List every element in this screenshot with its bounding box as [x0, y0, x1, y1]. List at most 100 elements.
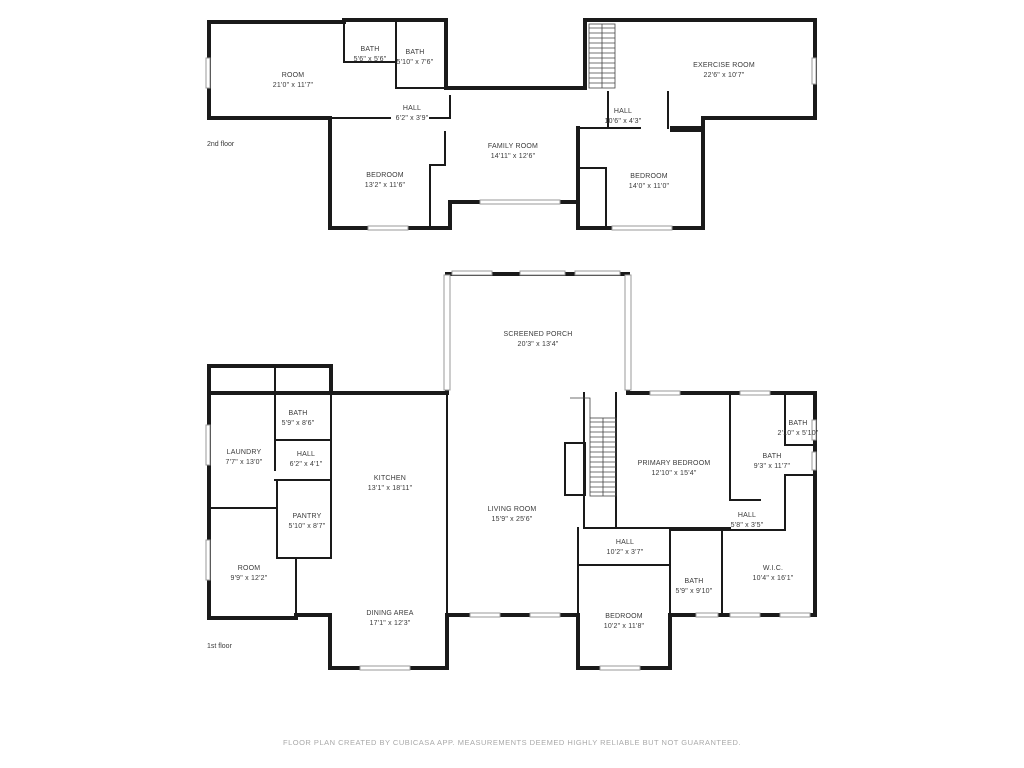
window-2f-bedroom2-south — [611, 225, 673, 231]
room-name: LAUNDRY — [226, 449, 262, 456]
room-dimensions: 5'6" x 5'6" — [353, 56, 387, 63]
room-dimensions: 2'10" x 5'10" — [777, 430, 819, 437]
room-dimensions: 5'9" x 8'6" — [281, 420, 315, 427]
window-1f-porch-north-3 — [574, 270, 621, 276]
room-name: PANTRY — [292, 513, 322, 520]
room-name: ROOM — [237, 565, 261, 572]
room-2f-exercise-room: EXERCISE ROOM 22'6" x 10'7" — [693, 61, 755, 81]
window-1f-living-south-2 — [529, 612, 561, 618]
room-name: BATH — [405, 49, 425, 56]
room-1f-bath-4: BATH 5'9" x 9'10" — [676, 577, 713, 597]
room-dimensions: 7'7" x 13'0" — [225, 459, 263, 466]
wall-2f-west — [207, 20, 452, 230]
window-2f-exercise-east — [811, 57, 817, 85]
floor-label-1st: 1st floor — [207, 643, 232, 650]
room-name: LIVING ROOM — [487, 506, 537, 513]
room-dimensions: 5'9" x 9'10" — [675, 588, 713, 595]
room-name: SCREENED PORCH — [503, 331, 573, 338]
room-1f-screened-porch: SCREENED PORCH 20'3" x 13'4" — [504, 330, 573, 350]
room-1f-bath-3: BATH 2'10" x 5'10" — [778, 419, 819, 439]
floor-label-2nd: 2nd floor — [207, 141, 235, 148]
window-1f-laundry-west — [205, 424, 211, 466]
room-name: BEDROOM — [630, 173, 668, 180]
room-1f-primary-bedroom: PRIMARY BEDROOM 12'10" x 15'4" — [638, 459, 711, 479]
window-1f-room-west — [205, 539, 211, 581]
window-1f-living-south-1 — [469, 612, 501, 618]
window-1f-porch-north-1 — [451, 270, 493, 276]
room-1f-bedroom: BEDROOM 10'2" x 11'8" — [604, 612, 644, 632]
room-dimensions: 6'2" x 4'1" — [289, 461, 323, 468]
room-1f-bath-2: BATH 9'3" x 11'7" — [754, 452, 790, 472]
room-2f-bath-2: BATH 5'10" x 7'6" — [397, 48, 434, 68]
window-1f-bedroom-south — [599, 665, 641, 671]
room-1f-dining-area: DINING AREA 17'1" x 12'3" — [366, 609, 413, 629]
room-2f-hall-2: HALL 10'6" x 4'3" — [605, 107, 642, 127]
room-name: BATH — [360, 46, 380, 53]
room-name: PRIMARY BEDROOM — [637, 460, 711, 467]
window-1f-bath4-south — [695, 612, 719, 618]
room-name: HALL — [402, 105, 422, 112]
room-dimensions: 14'11" x 12'6" — [490, 153, 536, 160]
room-dimensions: 10'4" x 16'1" — [752, 575, 794, 582]
room-dimensions: 17'1" x 12'3" — [369, 620, 411, 627]
room-1f-room: ROOM 9'9" x 12'2" — [231, 564, 268, 584]
room-2f-bath-1: BATH 5'6" x 5'6" — [354, 45, 387, 65]
room-name: FAMILY ROOM — [487, 143, 539, 150]
room-dimensions: 10'6" x 4'3" — [604, 118, 642, 125]
room-name: W.I.C. — [762, 565, 784, 572]
window-2f-room-west — [205, 57, 211, 89]
room-2f-hall-1: HALL 6'2" x 3'9" — [396, 104, 429, 124]
window-1f-porch-west — [443, 274, 451, 391]
room-dimensions: 13'2" x 11'6" — [364, 182, 406, 189]
room-1f-wic: W.I.C. 10'4" x 16'1" — [753, 564, 794, 584]
room-name: BATH — [762, 453, 782, 460]
room-dimensions: 20'3" x 13'4" — [517, 341, 559, 348]
room-1f-living-room: LIVING ROOM 15'9" x 25'6" — [488, 505, 537, 525]
room-dimensions: 5'8" x 3'5" — [730, 522, 764, 529]
room-name: KITCHEN — [373, 475, 407, 482]
window-1f-bath-north — [739, 390, 771, 396]
room-name: HALL — [296, 451, 316, 458]
room-name: BEDROOM — [605, 613, 643, 620]
room-name: BATH — [684, 578, 704, 585]
room-name: EXERCISE ROOM — [693, 62, 755, 69]
wall-1f-north-east — [207, 272, 817, 617]
room-name: HALL — [615, 539, 635, 546]
window-1f-primary-north — [649, 390, 681, 396]
stairs-1f-landing — [570, 397, 591, 418]
window-1f-bath2-east — [811, 451, 817, 471]
room-name: BATH — [788, 420, 808, 427]
room-1f-hall-2: HALL 5'8" x 3'5" — [731, 511, 764, 531]
window-2f-bedroom1-south — [367, 225, 409, 231]
room-name: DINING AREA — [366, 610, 414, 617]
room-name: HALL — [613, 108, 633, 115]
room-1f-laundry: LAUNDRY 7'7" x 13'0" — [226, 448, 263, 468]
room-2f-bedroom-2: BEDROOM 14'0" x 11'0" — [629, 172, 669, 192]
window-1f-dining-south — [359, 665, 411, 671]
disclaimer-footer: FLOOR PLAN CREATED BY CUBICASA APP. MEAS… — [283, 738, 741, 747]
window-1f-porch-east — [624, 274, 632, 391]
room-dimensions: 9'9" x 12'2" — [230, 575, 268, 582]
room-dimensions: 9'3" x 11'7" — [753, 463, 791, 470]
room-dimensions: 6'2" x 3'9" — [395, 115, 429, 122]
window-1f-wic-south-2 — [779, 612, 811, 618]
room-dimensions: 10'2" x 11'8" — [603, 623, 645, 630]
window-2f-family-south — [479, 199, 561, 205]
window-1f-porch-north-2 — [519, 270, 566, 276]
window-1f-wic-south-1 — [729, 612, 761, 618]
room-dimensions: 12'10" x 15'4" — [651, 470, 697, 477]
room-dimensions: 22'6" x 10'7" — [703, 72, 745, 79]
room-dimensions: 5'10" x 7'6" — [396, 59, 434, 66]
room-name: HALL — [737, 512, 757, 519]
window-1f-bath3-east — [811, 419, 817, 441]
room-dimensions: 13'1" x 18'11" — [367, 485, 413, 492]
room-dimensions: 15'9" x 25'6" — [491, 516, 533, 523]
room-dimensions: 21'0" x 11'7" — [272, 82, 314, 89]
room-dimensions: 14'0" x 11'0" — [628, 183, 670, 190]
